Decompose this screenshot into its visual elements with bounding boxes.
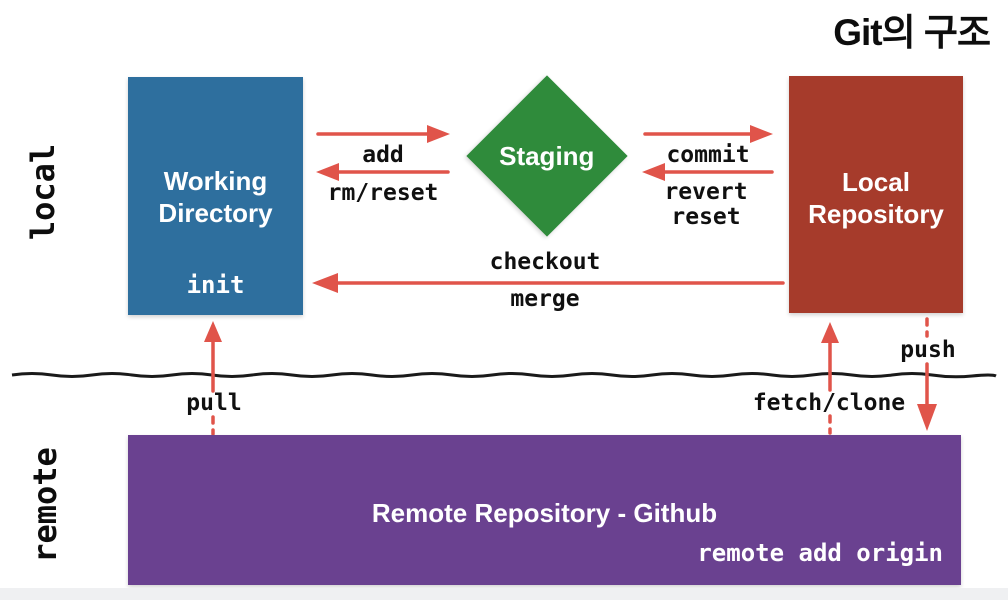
init-command-label: init <box>186 271 245 299</box>
working-directory-label: Working Directory <box>158 166 273 228</box>
local-remote-divider <box>11 372 997 379</box>
push-arrow-label: push <box>900 337 956 363</box>
remote-add-origin-command-label: remote add origin <box>697 539 943 567</box>
revert-arrow-label: revert <box>664 179 748 205</box>
reset-arrow-label: reset <box>671 204 741 230</box>
local-repository-box: Local Repository <box>789 76 963 313</box>
rm-reset-arrow-label: rm/reset <box>327 180 439 206</box>
merge-arrow-label: merge <box>510 286 580 312</box>
fetch-clone-arrow-label: fetch/clone <box>752 390 906 416</box>
working-directory-box: Working Directory init <box>128 77 303 315</box>
pull-arrow-label: pull <box>186 390 242 416</box>
pull-arrow <box>204 321 222 436</box>
staging-diamond: Staging <box>466 75 628 237</box>
remote-repository-box: Remote Repository - Github remote add or… <box>128 435 961 585</box>
page-title: Git의 구조 <box>833 12 991 53</box>
commit-arrow-label: commit <box>666 142 750 168</box>
checkout-arrow-label: checkout <box>489 249 601 275</box>
bottom-strip <box>0 588 1008 600</box>
local-repository-label: Local Repository <box>808 167 944 229</box>
remote-section-label: remote <box>26 447 64 563</box>
remote-repository-label: Remote Repository - Github <box>371 498 718 528</box>
local-section-label: local <box>24 143 62 241</box>
staging-label: Staging <box>499 141 595 171</box>
add-arrow-label: add <box>362 142 404 168</box>
